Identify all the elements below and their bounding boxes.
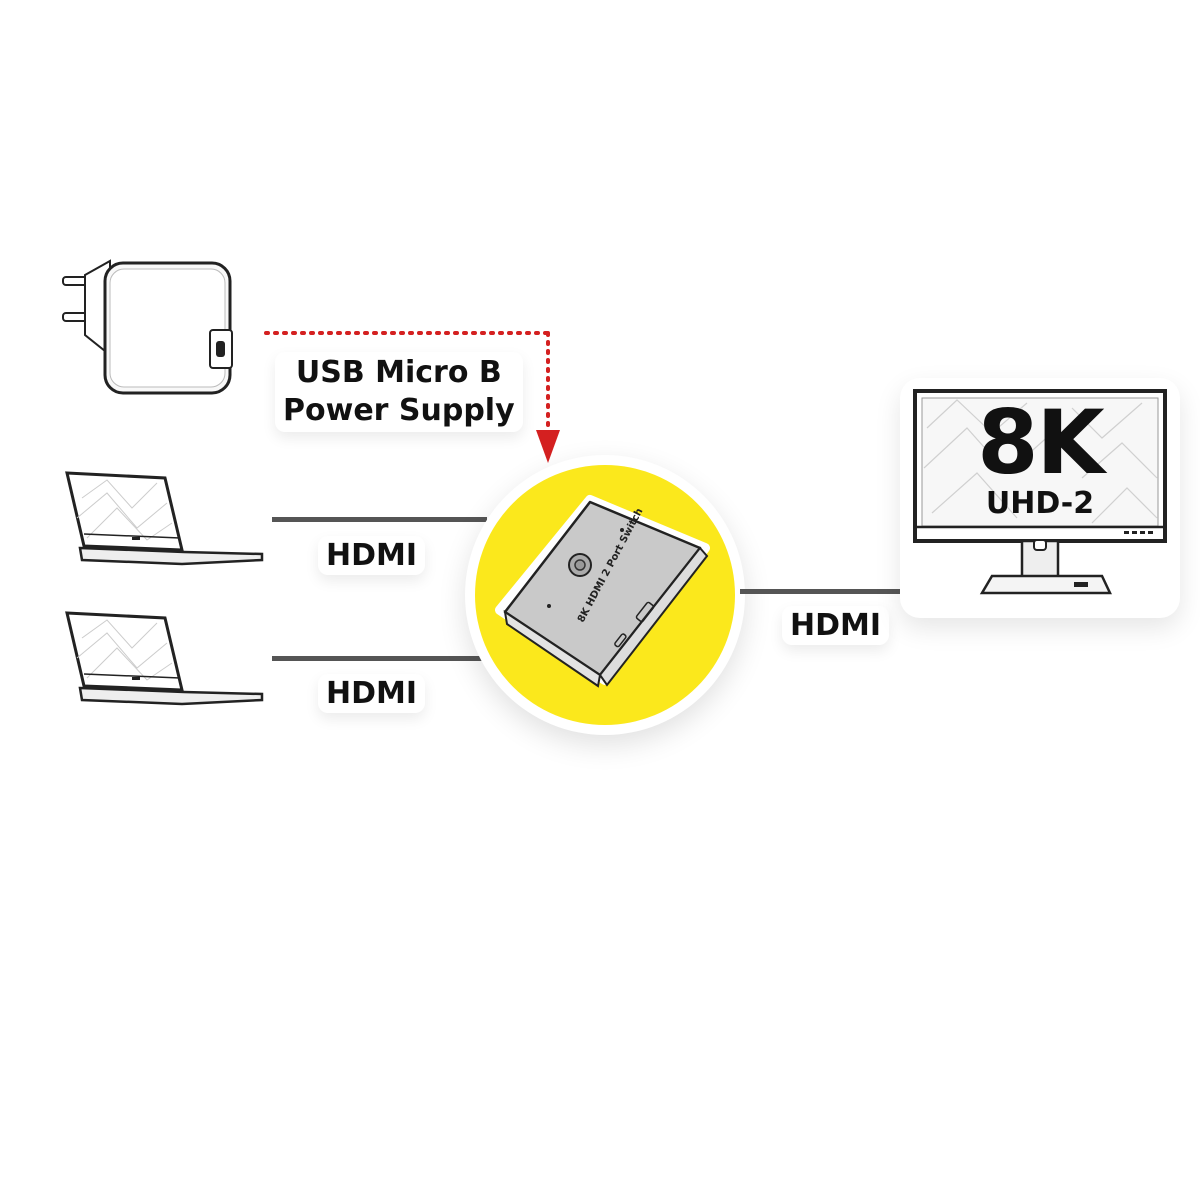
monitor-resolution-small: UHD-2: [985, 486, 1095, 521]
power-supply-label-line1: USB Micro B: [295, 355, 502, 390]
hdmi-label-1: HDMI: [318, 536, 426, 575]
power-supply-label: USB Micro B Power Supply: [275, 352, 523, 432]
power-adapter-icon: [62, 259, 233, 395]
power-connection-arrow: [264, 331, 560, 463]
laptop-icon-2: [65, 611, 264, 706]
hdmi-cable-1: [272, 517, 487, 522]
monitor-resolution-big: 8K: [977, 391, 1104, 494]
laptop-icon-1: [65, 471, 264, 566]
monitor-icon: [913, 389, 1167, 595]
hdmi-cable-2: [272, 656, 487, 661]
power-supply-label-line2: Power Supply: [283, 393, 515, 428]
hdmi-switch-device: 8K HDMI 2 Port Switch: [495, 495, 710, 688]
hdmi-cable-output: [740, 589, 915, 594]
hdmi-label-2: HDMI: [318, 674, 426, 713]
hdmi-label-output: HDMI: [782, 606, 890, 645]
